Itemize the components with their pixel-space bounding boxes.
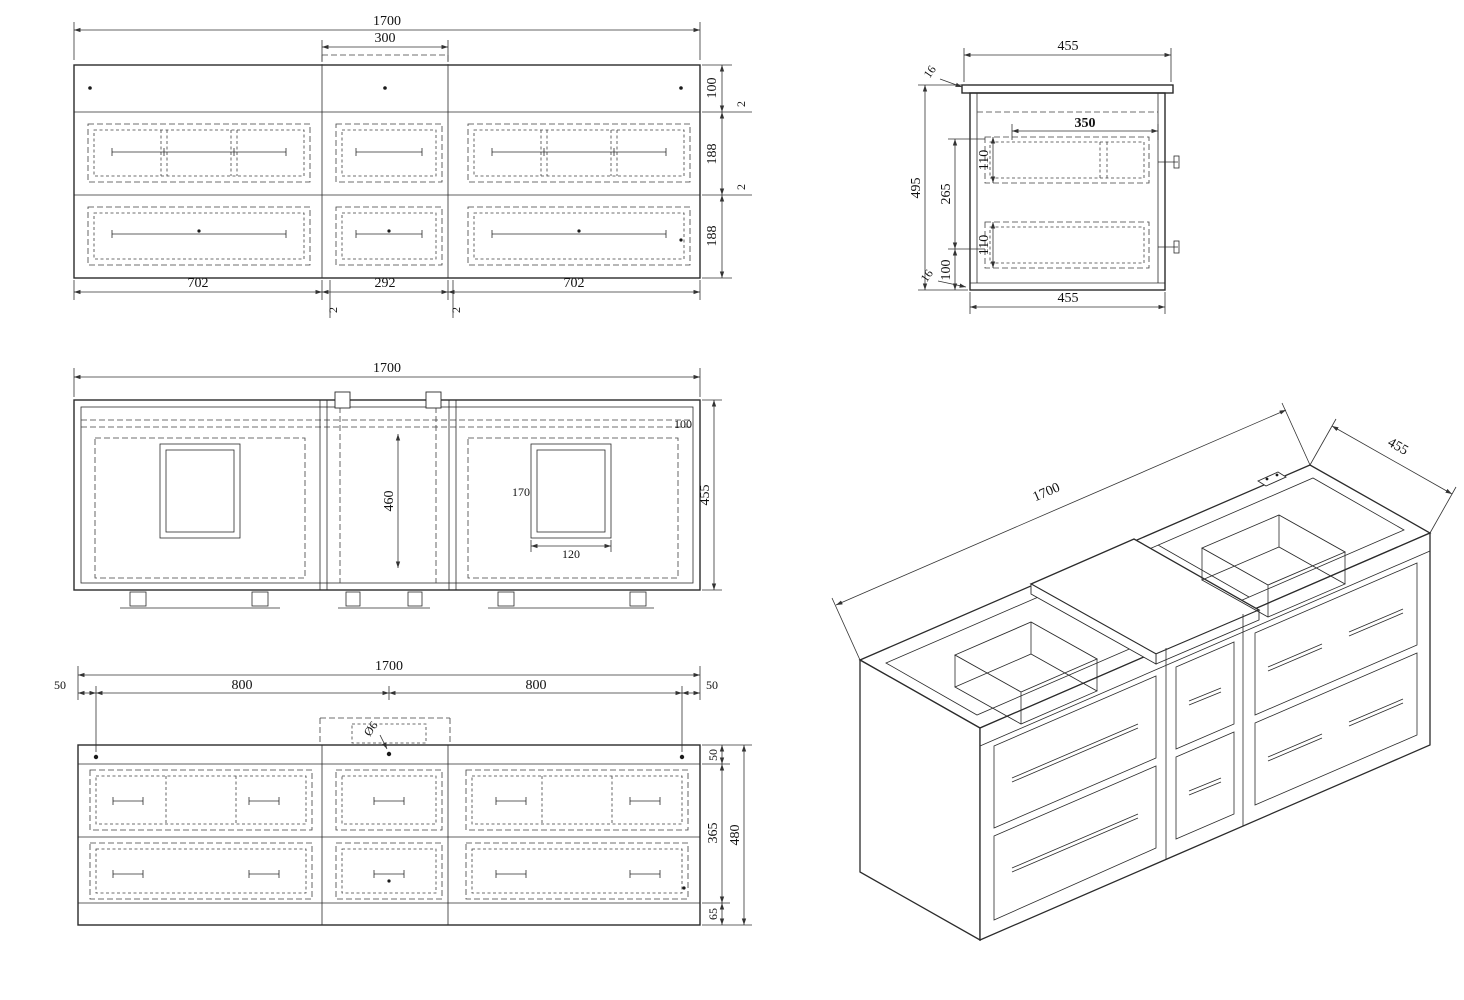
dim-label: 16 [918,267,936,285]
side-carcass [961,84,1174,291]
side-drawer-2 [984,221,1180,269]
dim-label: 455 [1058,39,1079,54]
iso-body [858,464,1432,942]
drawer-row1-center [335,769,443,831]
dim-label: 50 [706,749,720,761]
basin-left [94,437,306,579]
dim-label: 265 [939,184,954,205]
drawer-row1-left [89,769,313,831]
side-drawer-1 [984,136,1180,184]
gap-label: 2 [734,101,748,107]
dim-label: 188 [705,226,720,247]
isometric-view: 1700 455 [831,402,1457,942]
dim-label: 65 [706,908,720,920]
dim-left-chain: 495 265 100 110 110 [909,84,996,291]
drawer-row2-center [335,206,443,266]
dim-label: 292 [375,276,396,291]
gap-label: 2 [326,307,340,313]
drawer-row1-right [467,123,691,183]
drawer-row2-left [87,206,311,266]
drawer-row2-right [465,842,689,900]
dim-center-depth: 460 [382,434,401,568]
dim-total-width: 1700 [73,14,701,60]
side-section-view: 455 350 [909,39,1180,314]
dim-label: 300 [375,31,396,46]
cabinet-carcass [73,54,701,279]
dim-hole-spacing: 50 800 800 50 [54,678,718,760]
dim-right-heights: 100 188 188 2 2 [702,64,752,279]
dim-label: 1700 [375,659,403,674]
gap-label: 2 [734,184,748,190]
dim-label: 455 [698,485,713,506]
drawer-row1-right [465,769,689,831]
dim-thickness-top: 16 [921,63,963,88]
dim-label: 455 [1385,435,1411,458]
drawer-row2-left [89,842,313,900]
dim-label: Ø6 [361,719,381,739]
dim-label: 800 [232,678,253,693]
dim-inner-width: 350 [1011,116,1159,140]
iso-front-face [979,550,1431,921]
dim-bottom-sections: 702 292 702 2 2 [73,276,701,318]
dim-label: 455 [1058,291,1079,306]
drawer-row1-center [335,123,443,183]
gap-label: 2 [449,307,463,313]
dim-label: 16 [921,63,939,81]
cabinet-carcass [77,717,701,926]
dim-label: 702 [188,276,209,291]
iso-basin-left [953,621,1099,725]
dim-label: 110 [977,150,992,170]
plan-carcass [73,391,701,591]
dim-label: 100 [705,78,720,99]
dim-right-heights: 50 365 65 480 [702,744,752,926]
dim-depth: 455 [698,399,722,591]
dim-top-width: 455 [963,39,1172,82]
dim-label: 365 [706,823,721,844]
dim-label: 702 [564,276,585,291]
plan-view: 1700 100 460 [73,361,722,609]
dim-label: 800 [526,678,547,693]
mounting-view: 1700 50 800 800 50 Ø6 [54,659,752,926]
dim-label: 1700 [373,14,401,29]
front-elevation-view: 1700 300 [73,14,752,318]
drawer-row2-center [335,842,443,900]
dim-label: 350 [1075,116,1096,131]
dim-label: 188 [705,144,720,165]
dim-bottom-width: 455 [969,291,1166,314]
dim-basin-width: 120 [530,540,612,561]
dim-label: 100 [939,260,954,281]
dim-center-width: 300 [321,31,449,62]
dim-label: 1700 [1031,480,1063,505]
drawer-row2-right [467,206,691,266]
dim-label: 50 [706,678,718,692]
drawer-row1-left [87,123,311,183]
dim-label: 120 [562,547,580,561]
dim-label: 495 [909,178,924,199]
dim-label: 1700 [373,361,401,376]
dim-label: 480 [728,825,743,846]
dim-total-width: 1700 [73,361,701,397]
wall-feet [120,591,654,609]
dim-label: 460 [382,491,397,512]
basin-length-label: 170 [512,485,530,499]
dim-label: 50 [54,678,66,692]
dim-label: 110 [977,235,992,255]
back-rail-label: 100 [674,417,692,431]
basin-right [467,437,679,579]
